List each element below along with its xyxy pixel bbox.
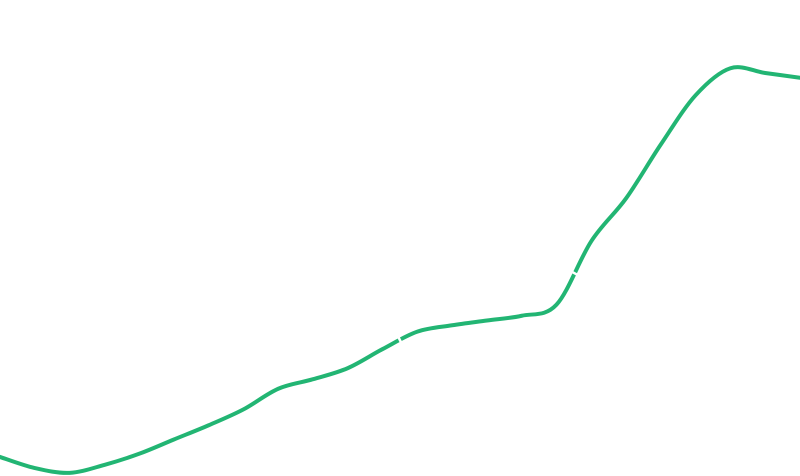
data-point-13 (450, 323, 454, 327)
data-point-17 (589, 239, 593, 243)
data-point-21 (728, 66, 732, 70)
data-point-15 (520, 314, 524, 318)
data-point-11 (381, 347, 385, 351)
data-point-10 (346, 366, 350, 370)
data-point-20 (694, 93, 698, 97)
data-point-5 (172, 438, 176, 442)
data-point-3 (102, 463, 106, 467)
line-gap-1 (568, 269, 579, 277)
series-line (0, 65, 800, 475)
data-point-4 (137, 452, 141, 456)
series-group (0, 65, 800, 475)
data-point-19 (659, 142, 663, 146)
data-point-6 (207, 423, 211, 427)
line-gap-0 (396, 335, 404, 346)
data-point-2 (68, 471, 72, 475)
data-point-14 (485, 319, 489, 323)
data-point-1 (33, 466, 37, 470)
data-point-22 (763, 71, 767, 75)
data-point-8 (276, 387, 280, 391)
data-point-7 (241, 407, 245, 411)
data-point-12 (415, 330, 419, 334)
data-point-16 (555, 303, 559, 307)
points-group (0, 66, 800, 475)
data-point-9 (311, 377, 315, 381)
data-point-18 (624, 196, 628, 200)
